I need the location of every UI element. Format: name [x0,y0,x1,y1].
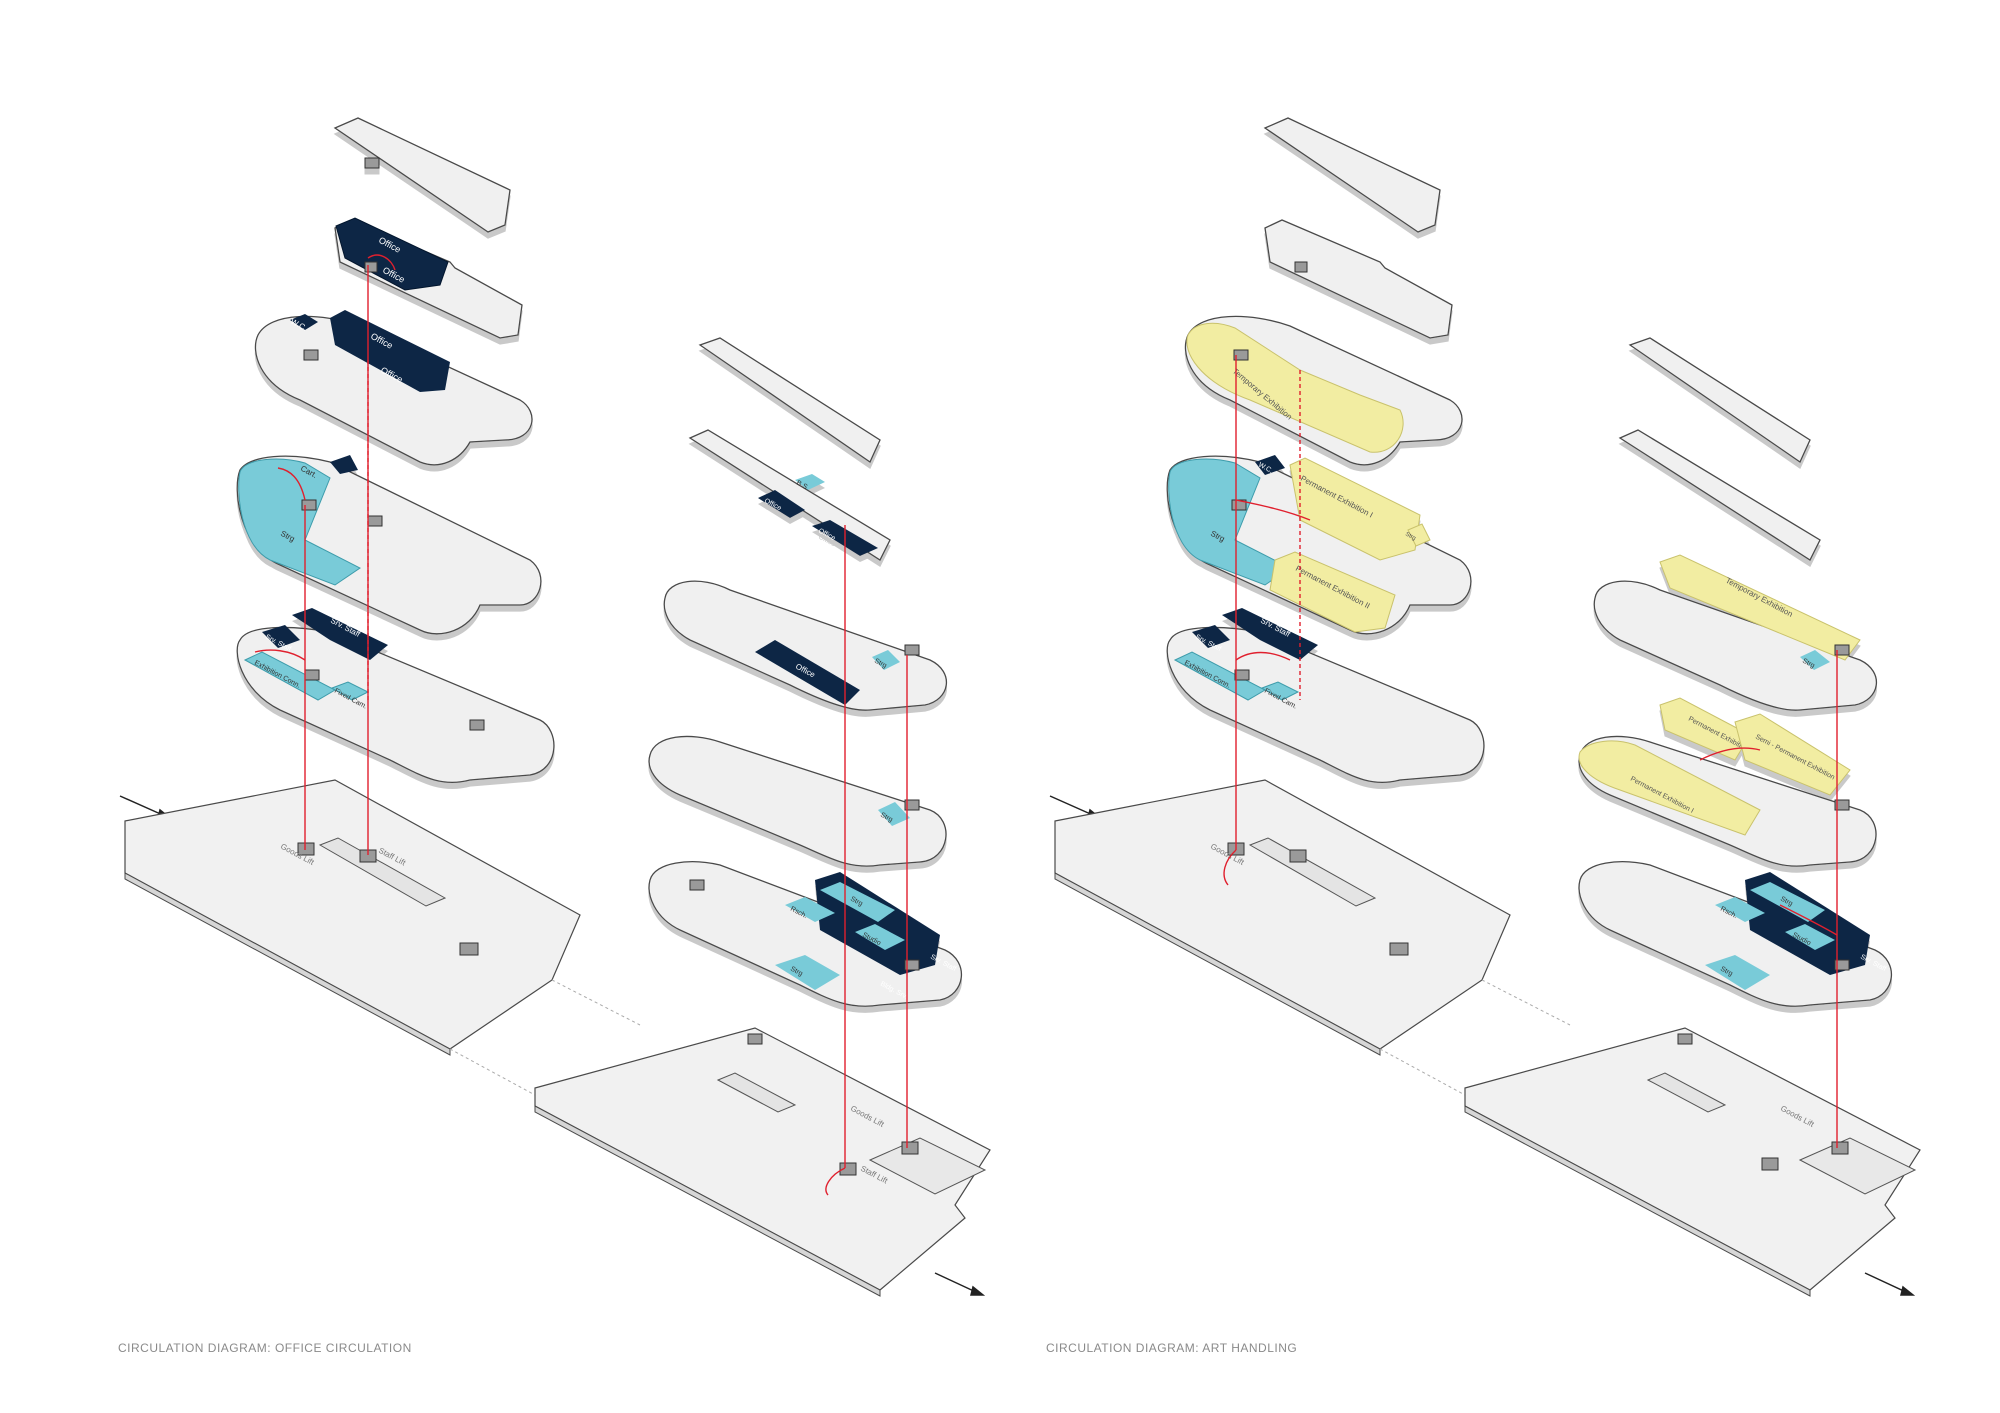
bs-zone [795,474,825,490]
staff-lift-icon [1761,1157,1779,1171]
office-zone [1222,608,1318,660]
stair-core-icon [303,349,319,361]
storage-zone [872,650,900,670]
art-handling-diagram: Goods Lift Goods Lift Temporary [1049,117,1921,1297]
research-zone [785,897,835,922]
art-handling-circulation-path [1223,355,1838,1148]
connection-bridge [1379,979,1571,1096]
staff-lift-icon [839,1162,857,1176]
tower-b-level-6 [1628,337,1811,463]
stair-core-icon [469,719,485,731]
stair-core-icon [304,669,320,681]
tower-b-level-4: Office Strg [663,580,947,711]
stair-core-icon [1233,349,1249,361]
temporary-exhibition-zone [1659,554,1861,661]
stair-core-icon [689,879,705,891]
office-zone [262,625,300,648]
tower-a-level-6 [1263,117,1441,233]
storage-zone [1705,955,1770,990]
fixed-camera-zone [1260,681,1300,701]
storage-label: Strg [1404,531,1417,541]
goods-lift-icon [297,842,315,856]
studio-zone [855,924,905,950]
office-zone [335,217,449,291]
stair-core-icon [301,499,317,511]
tower-a-level-3: Cart. Strg [236,455,542,635]
stair-core-icon [1834,644,1850,656]
tower-a-level-5: Office Office [334,217,523,339]
office-zone [330,310,450,392]
staff-lift-icon [1289,849,1307,863]
tower-a-level-2: Srv. Staff Srv. Staff Exhibition Conn. F… [1166,608,1485,784]
stair-core-icon [364,157,380,169]
office-circulation-caption: CIRCULATION DIAGRAM: OFFICE CIRCULATION [118,1341,412,1355]
ground-floor-plate-b: Goods Lift [1464,1027,1921,1297]
wc-zone [1255,455,1285,475]
stair-core-icon [364,261,378,273]
lift-core-icon [1389,942,1409,956]
tower-a-level-2: Srv. Staff Srv. Staff Exhibition Conn. F… [236,608,555,784]
lift-core-icon [747,1033,763,1045]
office-circulation-diagram: Goods Lift Staff Lift Goods Lift Staff L… [119,117,991,1297]
stair-core-icon [1234,669,1250,681]
tower-a-level-4: W.C. Office Office [254,310,533,466]
tower-a-level-3: Strg W.C. Permanent Exhibition I Strg Pe… [1166,455,1472,635]
tower-a-level-6 [333,117,511,233]
tower-b-level-3: Strg [648,735,947,867]
stair-core-icon [904,959,920,971]
ground-floor-plate-a: Goods Lift Staff Lift [124,779,581,1056]
tower-b-level-3: Permanent Exhibition II Semi - Permanent… [1578,697,1877,867]
stair-core-icon [904,799,920,811]
wc-zone [290,314,318,330]
storage-zone [1407,523,1431,547]
connection-bridge [449,979,641,1096]
lift-core-icon [459,942,479,956]
office-zone [755,640,860,705]
ground-floor-plate-a: Goods Lift [1054,779,1511,1056]
storage-zone [1750,882,1825,922]
stair-core-icon [1834,799,1850,811]
art-handling-caption: CIRCULATION DIAGRAM: ART HANDLING [1046,1341,1298,1355]
permanent-exhibition-zone [1269,551,1396,633]
tower-a-level-4: Temporary Exhibition [1184,315,1463,466]
tower-b-level-1: Strg Rsch. Studio Srv. Staff Strg Bldg. … [648,861,962,1007]
stair-core-icon [1834,959,1850,971]
storage-zone [820,882,895,922]
stair-core-icon [367,515,383,527]
lift-core-icon [1677,1033,1693,1045]
office-zone [330,455,358,474]
office-zone [1192,625,1230,648]
research-zone [1715,897,1765,922]
permanent-exhibition-zone [1578,740,1761,836]
office-zone [758,490,805,518]
goods-lift-icon [1831,1141,1849,1155]
tower-a-level-5 [1264,219,1453,339]
storage-zone [775,955,840,990]
office-zone [292,608,388,660]
studio-zone [1785,924,1835,950]
ground-floor-plate-b: Goods Lift Staff Lift [534,1027,991,1297]
office-circulation-path [254,254,908,1196]
tower-b-level-6 [698,337,881,463]
goods-lift-icon [901,1141,919,1155]
stair-core-icon [904,644,920,656]
tower-b-level-1: Strg Rsch. Studio Srv. Staff Strg [1578,861,1892,1007]
storage-zone [238,458,361,586]
tower-b-level-4: Temporary Exhibition Strg [1593,554,1877,711]
storage-zone [1800,650,1830,670]
storage-zone [878,802,910,826]
stair-core-icon [1294,261,1308,273]
tower-b-level-5 [1618,429,1821,561]
semi-permanent-exhibition-zone [1734,713,1851,796]
